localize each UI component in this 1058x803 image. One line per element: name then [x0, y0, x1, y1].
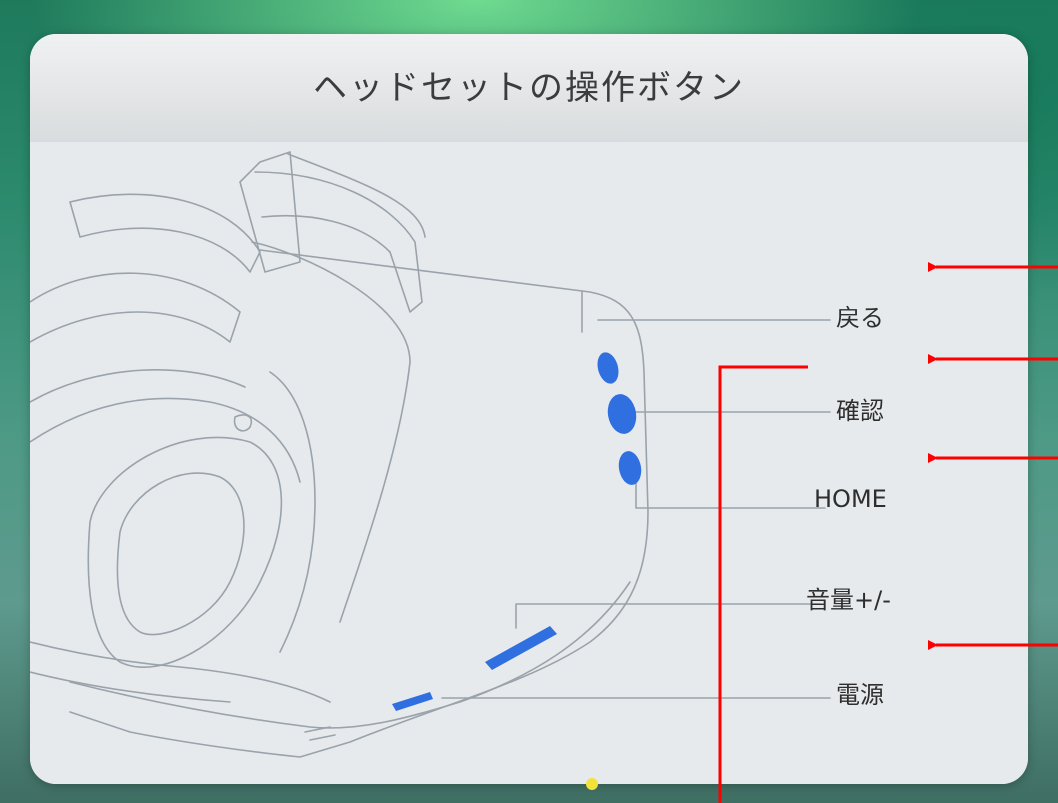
panel-title: ヘッドセットの操作ボタン: [313, 67, 745, 108]
home-button-label: HOME: [814, 485, 887, 513]
volume-button-label: 音量+/-: [806, 586, 891, 614]
headset-buttons-panel: ヘッドセットの操作ボタン: [30, 34, 1028, 784]
confirm-button-label: 確認: [836, 397, 884, 425]
back-button-label: 戻る: [836, 304, 884, 332]
panel-header: ヘッドセットの操作ボタン: [30, 34, 1028, 142]
page-indicator-dot[interactable]: [586, 778, 598, 790]
panel-body: 戻る 確認 HOME 音量+/- 電源: [30, 142, 1028, 784]
power-button-label: 電源: [836, 681, 884, 709]
